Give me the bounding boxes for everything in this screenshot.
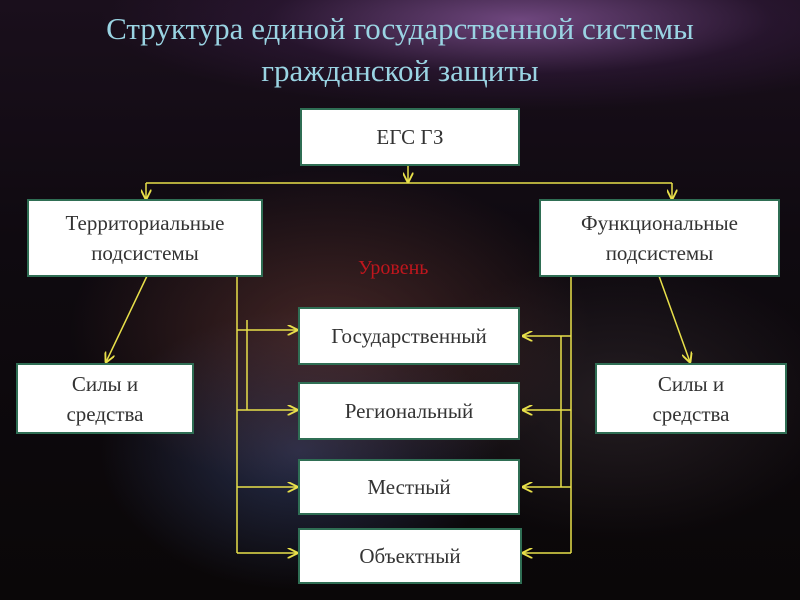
arrow-to-forces-left: [106, 275, 148, 362]
arrow-to-forces-right: [658, 275, 690, 362]
node-forces-left: Силы и средства: [16, 363, 194, 434]
level-label: Уровень: [358, 257, 429, 279]
node-level-local: Местный: [298, 459, 520, 515]
node-level-state: Государственный: [298, 307, 520, 365]
title-line-1: Структура единой государственной системы: [106, 11, 694, 46]
node-level-regional: Региональный: [298, 382, 520, 440]
node-level-object: Объектный: [298, 528, 522, 584]
node-functional-subsystems: Функциональные подсистемы: [539, 199, 780, 277]
title-line-2: гражданской защиты: [261, 53, 539, 88]
node-territorial-subsystems: Территориальные подсистемы: [27, 199, 263, 277]
node-egs-gz: ЕГС ГЗ: [300, 108, 520, 166]
diagram-title: Структура единой государственной системы…: [0, 8, 800, 92]
node-forces-right: Силы и средства: [595, 363, 787, 434]
